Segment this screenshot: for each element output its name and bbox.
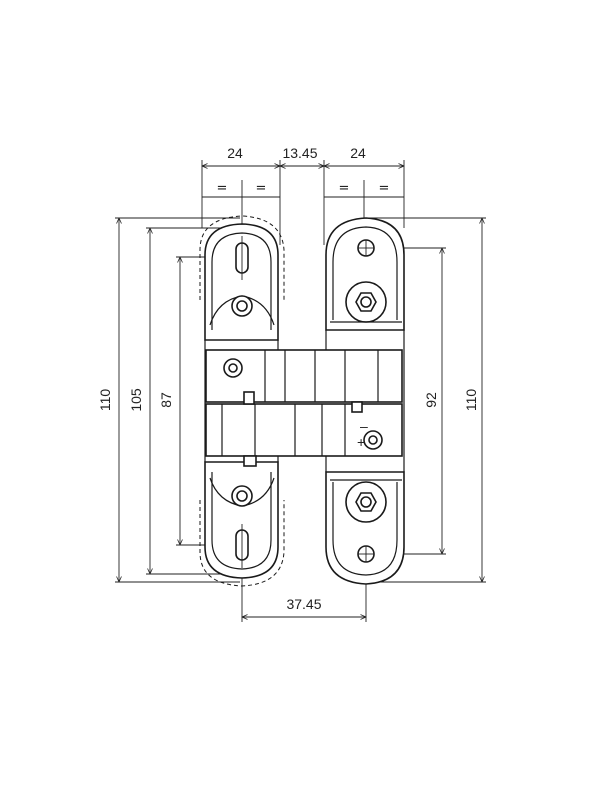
- adjust-plus-symbol: +: [357, 434, 365, 450]
- dim-left-inner-height: 87: [158, 392, 174, 408]
- dim-right-inner-height: 92: [423, 392, 439, 408]
- right-dimensions: 92 110: [366, 218, 486, 582]
- equal-mark-3: =: [339, 181, 350, 196]
- dim-top-left-width: 24: [227, 145, 243, 161]
- dim-left-mid-height: 105: [128, 388, 144, 412]
- left-hinge-leaf: [199, 215, 285, 587]
- top-dimensions: 24 13.45 24 = = = =: [202, 145, 404, 245]
- dim-left-outer-height: 110: [97, 389, 113, 412]
- right-hinge-leaf: [325, 217, 405, 585]
- dim-bottom-center-distance: 37.45: [286, 596, 321, 612]
- equal-mark-1: =: [217, 181, 228, 196]
- equal-mark-2: =: [256, 181, 267, 196]
- adjust-minus-symbol: –: [360, 418, 368, 434]
- dim-top-gap: 13.45: [282, 145, 317, 161]
- equal-mark-4: =: [379, 181, 390, 196]
- upper-arm-block: [205, 349, 403, 403]
- dim-top-right-width: 24: [350, 145, 366, 161]
- dim-right-outer-height: 110: [463, 389, 479, 412]
- hinge-center-mechanism: – +: [204, 330, 405, 472]
